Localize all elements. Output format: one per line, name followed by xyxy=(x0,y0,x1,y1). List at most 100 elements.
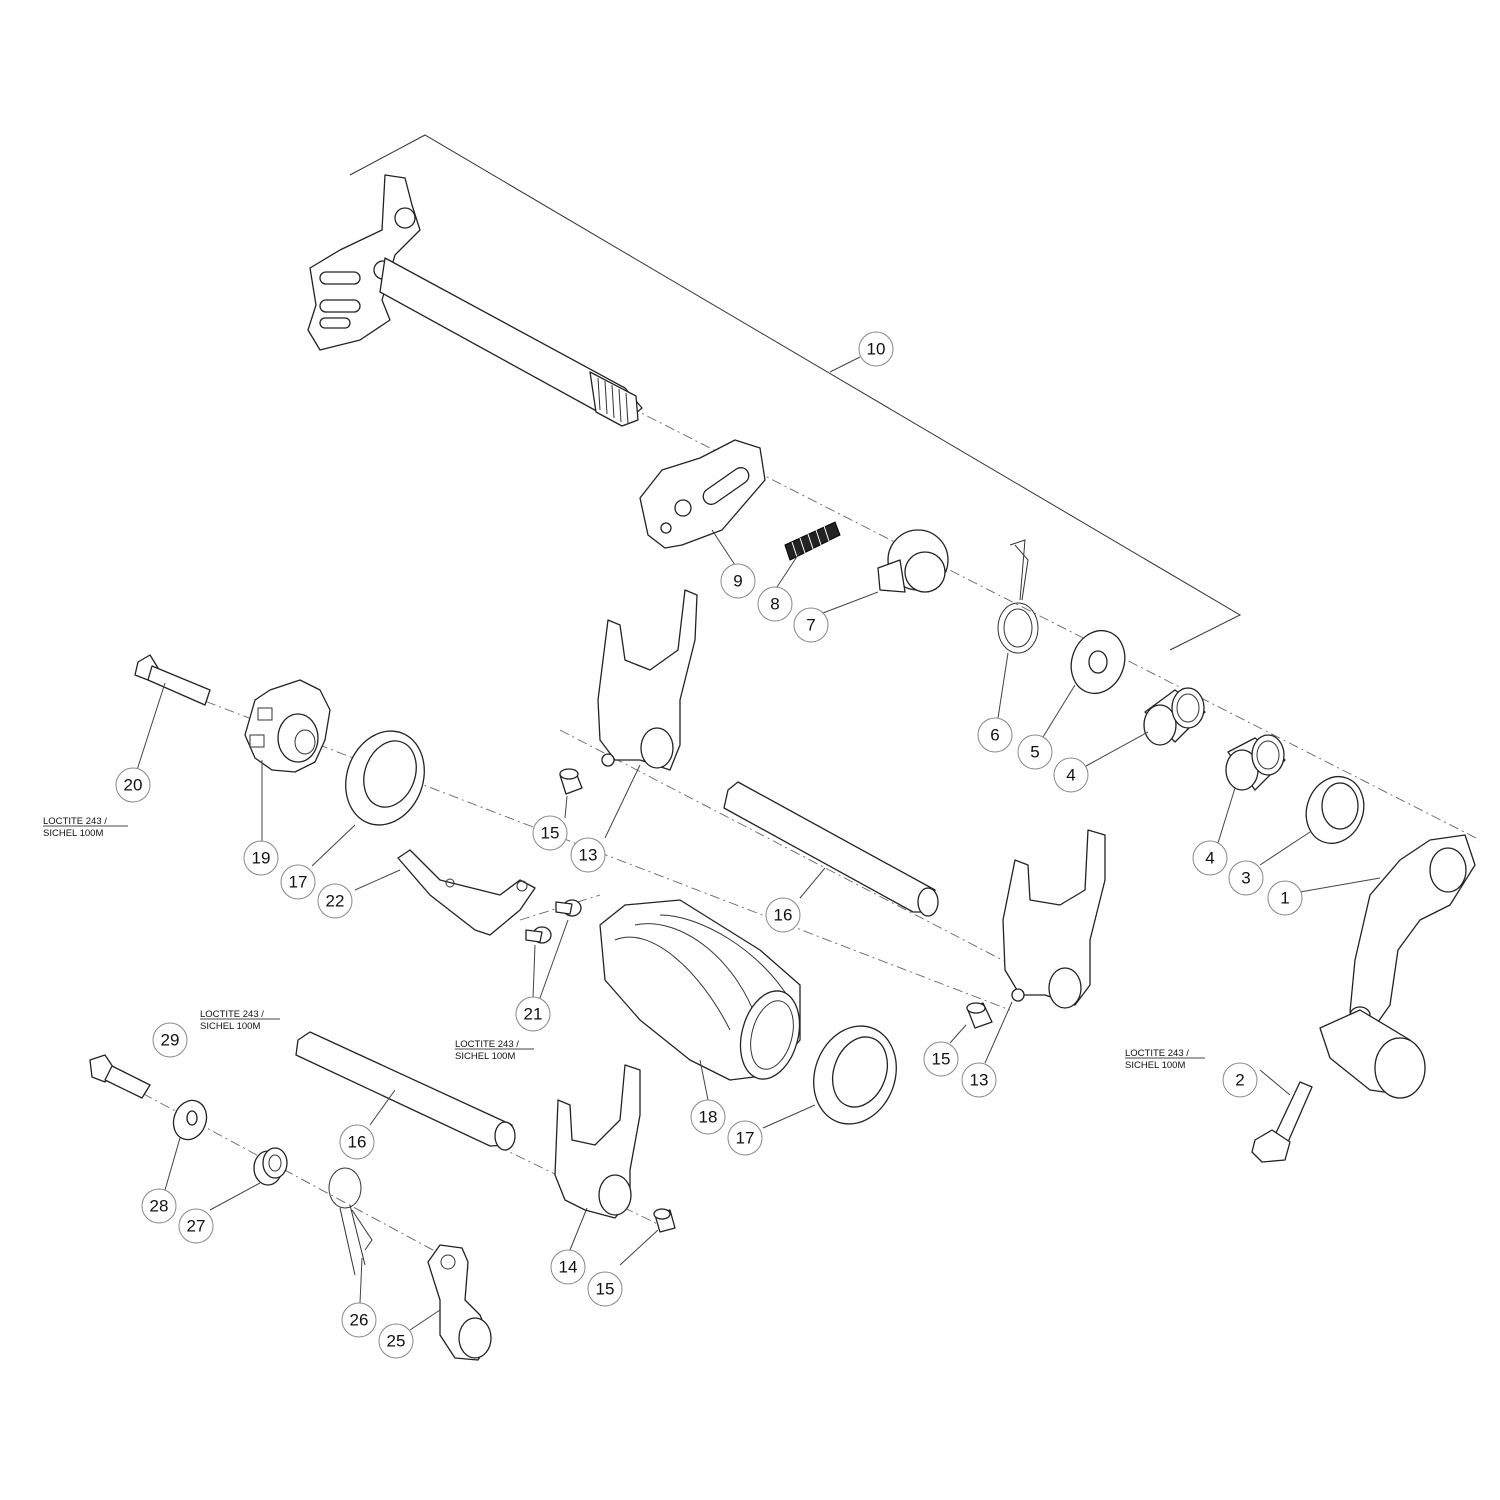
callout-5: 5 xyxy=(1017,734,1053,770)
note-loctite-29: LOCTITE 243 / SICHEL 100M xyxy=(200,1009,280,1032)
part-3-seal-ring xyxy=(1305,775,1365,845)
part-16-rail-upper xyxy=(723,781,939,917)
callout-16-lower-label: 16 xyxy=(348,1133,367,1152)
callout-25-label: 25 xyxy=(387,1332,406,1351)
part-22-stopper-plate xyxy=(397,849,536,936)
note-loctite-21-line1: LOCTITE 243 / xyxy=(455,1039,519,1050)
callout-5-label: 5 xyxy=(1030,743,1039,762)
callout-4-upper-label: 4 xyxy=(1066,766,1075,785)
part-16-rail-lower xyxy=(295,1031,516,1151)
callout-19: 19 xyxy=(243,840,279,876)
callout-13-lower-label: 13 xyxy=(970,1071,989,1090)
part-19-star-gear xyxy=(244,679,331,773)
callout-15-lower: 15 xyxy=(587,1271,623,1307)
callout-15-lower-label: 15 xyxy=(596,1280,615,1299)
part-17-bearing-lower xyxy=(813,1025,897,1125)
callout-3-label: 3 xyxy=(1241,869,1250,888)
part-2-bolt xyxy=(1251,1081,1313,1163)
part-1-shift-lever xyxy=(1319,834,1476,1099)
callout-13-lower: 13 xyxy=(961,1062,997,1098)
callout-17-upper: 17 xyxy=(280,864,316,900)
callout-14: 14 xyxy=(550,1249,586,1285)
note-loctite-29-line2: SICHEL 100M xyxy=(200,1021,260,1032)
callout-21: 21 xyxy=(515,996,551,1032)
part-9-shift-plate xyxy=(639,439,766,549)
part-5-washer xyxy=(1070,629,1126,695)
callout-22-label: 22 xyxy=(326,892,345,911)
callout-15-middle-label: 15 xyxy=(932,1050,951,1069)
note-loctite-2-line1: LOCTITE 243 / xyxy=(1125,1048,1189,1059)
callout-21-label: 21 xyxy=(524,1005,543,1024)
part-15-bushing-a xyxy=(559,768,583,795)
callout-27-label: 27 xyxy=(187,1217,206,1236)
callout-8: 8 xyxy=(757,586,793,622)
callout-1-label: 1 xyxy=(1280,889,1289,908)
callout-22: 22 xyxy=(317,883,353,919)
assembly-bracket-10 xyxy=(349,134,1242,651)
callout-9-label: 9 xyxy=(733,572,742,591)
callout-7: 7 xyxy=(793,607,829,643)
callout-17-lower: 17 xyxy=(727,1120,763,1156)
callout-29: 29 xyxy=(152,1022,188,1058)
part-25-shift-arm xyxy=(427,1244,492,1361)
leader-lines xyxy=(136,356,1381,1331)
part-7-guide-bushing xyxy=(877,529,949,593)
part-15-bushing-c xyxy=(653,1208,676,1233)
callout-26: 26 xyxy=(341,1302,377,1338)
callout-6-label: 6 xyxy=(990,726,999,745)
callout-18: 18 xyxy=(690,1099,726,1135)
callout-20-label: 20 xyxy=(124,776,143,795)
callout-28-label: 28 xyxy=(150,1197,169,1216)
callout-1: 1 xyxy=(1267,880,1303,916)
callout-2: 2 xyxy=(1222,1062,1258,1098)
callout-20: 20 xyxy=(115,767,151,803)
note-loctite-29-line1: LOCTITE 243 / xyxy=(200,1009,264,1020)
callout-17-upper-label: 17 xyxy=(289,873,308,892)
callout-4-upper: 4 xyxy=(1053,757,1089,793)
part-27-roller xyxy=(253,1147,288,1186)
callout-15-upper: 15 xyxy=(532,815,568,851)
part-15-bushing-b xyxy=(966,1002,993,1029)
callout-4-lower-label: 4 xyxy=(1205,849,1214,868)
part-4-needle-bearing-lower xyxy=(1225,734,1286,791)
callout-16-upper: 16 xyxy=(765,897,801,933)
note-loctite-20-line2: SICHEL 100M xyxy=(43,828,103,839)
part-20-bolt xyxy=(134,654,211,706)
callout-7-label: 7 xyxy=(806,616,815,635)
callout-18-label: 18 xyxy=(699,1108,718,1127)
callout-13-upper: 13 xyxy=(570,837,606,873)
callout-27: 27 xyxy=(178,1208,214,1244)
callout-17-lower-label: 17 xyxy=(736,1129,755,1148)
callout-15-upper-label: 15 xyxy=(541,824,560,843)
note-loctite-21: LOCTITE 243 / SICHEL 100M xyxy=(455,1039,534,1062)
callout-16-upper-label: 16 xyxy=(774,906,793,925)
callout-6: 6 xyxy=(977,717,1013,753)
callout-13-upper-label: 13 xyxy=(579,846,598,865)
callout-28: 28 xyxy=(141,1188,177,1224)
callout-16-lower: 16 xyxy=(339,1124,375,1160)
callout-15-middle: 15 xyxy=(923,1041,959,1077)
callout-2-label: 2 xyxy=(1235,1071,1244,1090)
note-loctite-20: LOCTITE 243 / SICHEL 100M xyxy=(43,816,128,839)
part-29-bolt xyxy=(89,1054,151,1099)
callout-4-lower: 4 xyxy=(1192,840,1228,876)
part-14-shift-fork xyxy=(554,1064,641,1219)
axis-rail-upper xyxy=(559,729,1061,991)
part-18-shift-drum xyxy=(599,899,801,1081)
note-loctite-20-line1: LOCTITE 243 / xyxy=(43,816,107,827)
callout-14-label: 14 xyxy=(559,1258,578,1277)
part-6-spring-clip xyxy=(997,539,1039,654)
part-13-shift-fork-upper xyxy=(597,589,698,771)
callout-10: 10 xyxy=(858,331,894,367)
part-10-shift-shaft xyxy=(307,174,643,427)
callout-19-label: 19 xyxy=(252,849,271,868)
note-loctite-2: LOCTITE 243 / SICHEL 100M xyxy=(1125,1048,1205,1071)
part-8-spring xyxy=(784,521,841,561)
part-28-washer xyxy=(172,1099,208,1141)
part-21-screws xyxy=(525,899,582,944)
part-13-shift-fork-lower xyxy=(1002,829,1106,1009)
part-26-spring xyxy=(328,1167,373,1276)
callout-3: 3 xyxy=(1228,860,1264,896)
callout-10-label: 10 xyxy=(867,340,886,359)
